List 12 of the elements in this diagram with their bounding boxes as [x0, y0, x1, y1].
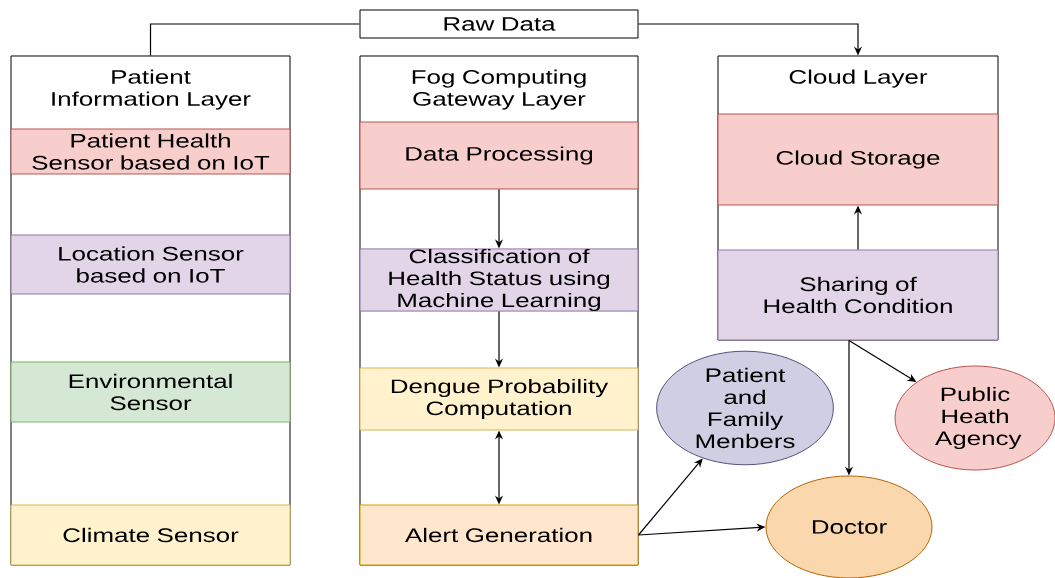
process-box: Climate Sensor	[10, 504, 291, 566]
process-box: Classification of Health Status using Machine Learning	[359, 248, 639, 312]
process-box: Alert Generation	[359, 504, 639, 566]
process-box: Patient Health Sensor based on IoT	[10, 128, 291, 175]
process-box: Dengue Probability Computation	[359, 367, 639, 431]
process-box: Sharing of Health Condition	[717, 249, 999, 341]
process-box: Raw Data	[359, 9, 639, 39]
arrow	[637, 458, 703, 536]
process-box: Location Sensor based on IoT	[10, 234, 291, 295]
process-box: Cloud Storage	[717, 113, 999, 206]
process-box: Data Processing	[359, 121, 639, 190]
process-box: Environmental Sensor	[10, 361, 291, 423]
